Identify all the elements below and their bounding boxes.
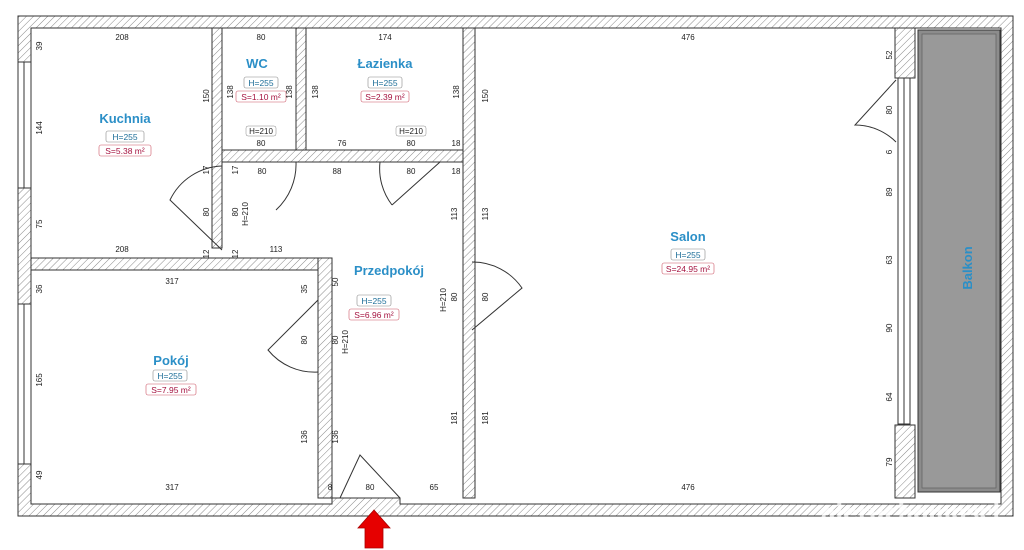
dim-laz-door-80: 80 [407,167,416,176]
dim-wc-top: 80 [257,33,266,42]
dim-kuchnia-left-39: 39 [35,41,44,50]
door-height-lazienka: H=210 [399,127,423,136]
dim-salon-bottom: 476 [681,483,695,492]
room-height-przedpokoj: H=255 [361,296,387,306]
dim-salon-r-80: 80 [885,105,894,114]
dim-salon-r-90: 90 [885,323,894,332]
room-height-lazienka: H=255 [372,78,398,88]
room-height-salon: H=255 [675,250,701,260]
door-height-kuchnia: H=210 [241,202,250,226]
room-area-kuchnia: S=5.38 m² [105,146,145,156]
room-name-balkon: Balkon [960,246,975,289]
room-name-lazienka: Łazienka [358,56,414,71]
door-height-salon: H=210 [439,288,448,312]
dim-wc-door-80: 80 [258,167,267,176]
room-height-kuchnia: H=255 [112,132,138,142]
dim-salon-r-6: 6 [885,149,894,154]
dim-laz-18a: 18 [452,139,461,148]
dim-pokoj-top: 317 [165,277,179,286]
dim-laz-right-138: 138 [452,85,461,99]
dim-hall-88: 88 [333,167,342,176]
room-height-wc: H=255 [248,78,274,88]
room-area-pokoj: S=7.95 m² [151,385,191,395]
dim-hall-181: 181 [450,411,459,425]
dim-salon-r-52: 52 [885,50,894,59]
dim-pokoj-right-136: 136 [300,430,309,444]
dim-kuchnia-12: 12 [202,249,211,258]
dim-kuchnia-right-17: 17 [202,165,211,174]
dim-hall-80-bottom: 80 [366,483,375,492]
wall-salon-balcony [894,27,916,79]
dim-hall-136-left: 136 [331,430,340,444]
dim-salon-r-89: 89 [885,187,894,196]
room-area-przedpokoj: S=6.96 m² [354,310,394,320]
dim-kuchnia-bottom: 208 [115,245,129,254]
dim-salon-r-79: 79 [885,457,894,466]
dim-kuchnia-left-75: 75 [35,219,44,228]
room-area-lazienka: S=2.39 m² [365,92,405,102]
room-name-kuchnia: Kuchnia [99,111,151,126]
dim-pokoj-left-49: 49 [35,470,44,479]
wall-kitchen-wc [211,27,223,249]
dimensions: 208 80 174 476 80 76 80 18 80 88 80 18 2… [35,33,894,492]
watermark: nieruchomosci [820,501,1000,526]
door-height-pokoj: H=210 [341,330,350,354]
dim-salon-left-181: 181 [481,411,490,425]
dim-wc-door-17: 17 [231,165,240,174]
room-name-salon: Salon [670,229,705,244]
wall-kitchen-bottom [30,257,332,271]
dim-wc-left-138: 138 [226,85,235,99]
room-name-pokoj: Pokój [153,353,188,368]
room-height-pokoj: H=255 [157,371,183,381]
dim-pokoj-left-165: 165 [35,373,44,387]
dim-hall-50: 50 [331,277,340,286]
wall-wc-bath [295,27,307,157]
dim-pokoj-right-80: 80 [300,335,309,344]
dim-wc-door-80b: 80 [231,207,240,216]
dim-laz-18b: 18 [452,167,461,176]
dim-laz-top: 174 [378,33,392,42]
dim-kuchnia-top: 208 [115,33,129,42]
dim-laz-76: 76 [338,139,347,148]
room-area-wc: S=1.10 m² [241,92,281,102]
dim-salon-top: 476 [681,33,695,42]
walls [17,15,1014,517]
dim-hall-65: 65 [430,483,439,492]
dim-hall-8: 8 [328,483,333,492]
dim-hall-113-right: 113 [450,207,459,220]
dim-pokoj-bottom: 317 [165,483,179,492]
dim-salon-r-64: 64 [885,392,894,401]
dim-salon-left-150: 150 [481,89,490,103]
balcony [917,29,1001,493]
dim-kuchnia-left-144: 144 [35,121,44,135]
room-name-wc: WC [246,56,268,71]
wall-bath-salon [462,27,476,499]
dim-wc-right-138: 138 [285,85,294,99]
door-height-wc: H=210 [249,127,273,136]
entrance-arrow [357,509,391,549]
dim-laz-left-138: 138 [311,85,320,99]
room-name-przedpokoj: Przedpokój [354,263,424,278]
dim-wc-door-12: 12 [231,249,240,258]
dim-kuchnia-right-150: 150 [202,89,211,103]
dim-wc-bottom: 80 [257,139,266,148]
doors [169,79,897,499]
dim-hall-113-top: 113 [270,245,283,254]
dim-pokoj-right-35: 35 [300,284,309,293]
dim-salon-left-113: 113 [481,207,490,220]
wall-salon-balcony-2 [894,424,916,499]
wall-wc-bath-bottom [221,149,464,163]
dim-hall-80-left: 80 [331,335,340,344]
dim-pokoj-left-36: 36 [35,284,44,293]
windows [17,61,911,465]
wall-pokoj-hall [317,257,333,499]
dim-salon-r-63: 63 [885,255,894,264]
dim-hall-80-right: 80 [450,292,459,301]
dim-laz-80: 80 [407,139,416,148]
dim-kuchnia-right-80: 80 [202,207,211,216]
dim-salon-left-80: 80 [481,292,490,301]
room-area-salon: S=24.95 m² [666,264,710,274]
